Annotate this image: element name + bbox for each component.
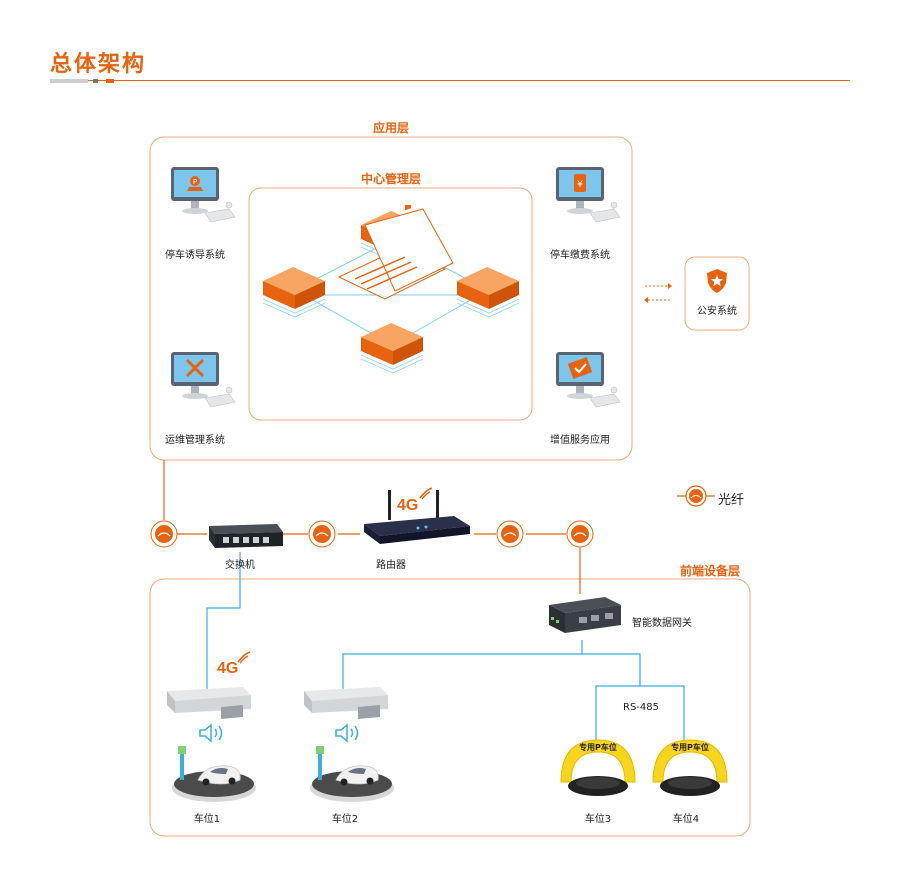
fiber-lines (163, 460, 581, 594)
speaker-2-icon (335, 723, 359, 743)
monitor-payment-icon: ¥ (556, 167, 621, 223)
svg-text:¥: ¥ (577, 180, 583, 190)
fiber-node-icon (566, 520, 594, 548)
police-shield-icon (707, 269, 727, 293)
data-gateway-icon (549, 597, 621, 633)
parking-spot-2-icon (310, 746, 394, 802)
front-layer-label: 前端设备层 (680, 564, 741, 578)
fiber-node-icon (496, 520, 524, 548)
system-value-added-label: 增值服务应用 (550, 435, 610, 446)
router-4g-badge: 4G (397, 497, 419, 514)
police-label: 公安系统 (697, 306, 737, 317)
system-ops-label: 运维管理系统 (165, 435, 225, 446)
application-layer-box (149, 136, 633, 461)
camera-signal-icon (237, 651, 251, 664)
monitor-guidance-icon: P (171, 167, 236, 223)
fiber-legend-icon (677, 485, 715, 507)
camera-1-icon (167, 687, 251, 719)
police-box (684, 256, 750, 331)
parking-spot-1-icon (172, 746, 256, 802)
spot-3-label: 车位3 (584, 814, 612, 825)
network-switch-icon (209, 524, 283, 548)
monitor-value-added-icon (556, 352, 621, 408)
fiber-node-icon (150, 520, 178, 548)
system-guidance-label: 停车诱导系统 (165, 250, 225, 261)
parking-lock-3-text: 专用P车位 (579, 743, 617, 752)
title-deco-square-gray (93, 79, 98, 83)
router-icon (364, 490, 470, 544)
parking-lock-4-icon (652, 739, 728, 796)
switch-label: 交换机 (225, 560, 255, 571)
center-layer-box (248, 187, 533, 421)
spot-1-label: 车位1 (193, 814, 221, 825)
title-deco-bar (50, 79, 88, 83)
application-layer-label: 应用层 (372, 121, 410, 135)
front-layer-box (149, 578, 751, 837)
fiber-node-icon (308, 520, 336, 548)
network-lines (206, 552, 685, 742)
page-title: 总体架构 (50, 52, 147, 77)
spot-4-label: 车位4 (672, 814, 700, 825)
svg-text:P: P (193, 178, 197, 186)
parking-lock-3-icon (560, 739, 636, 796)
server-cluster-icon (262, 205, 520, 374)
monitor-ops-icon (171, 352, 236, 408)
router-label: 路由器 (376, 560, 406, 571)
camera-2-icon (304, 687, 388, 719)
speaker-1-icon (199, 723, 223, 743)
parking-lock-4-text: 专用P车位 (671, 743, 709, 752)
fiber-legend-label: 光纤 (718, 493, 745, 508)
title-deco-square-orange (106, 79, 114, 83)
spot-2-label: 车位2 (331, 814, 359, 825)
system-payment-label: 停车缴费系统 (550, 250, 610, 261)
center-layer-label: 中心管理层 (360, 172, 422, 186)
rs485-label: RS-485 (623, 702, 659, 713)
title-underline (50, 80, 850, 81)
camera-4g-badge: 4G (217, 660, 239, 677)
router-signal-icon (419, 487, 433, 500)
police-arrows (645, 285, 671, 301)
gateway-label: 智能数据网关 (632, 618, 692, 629)
